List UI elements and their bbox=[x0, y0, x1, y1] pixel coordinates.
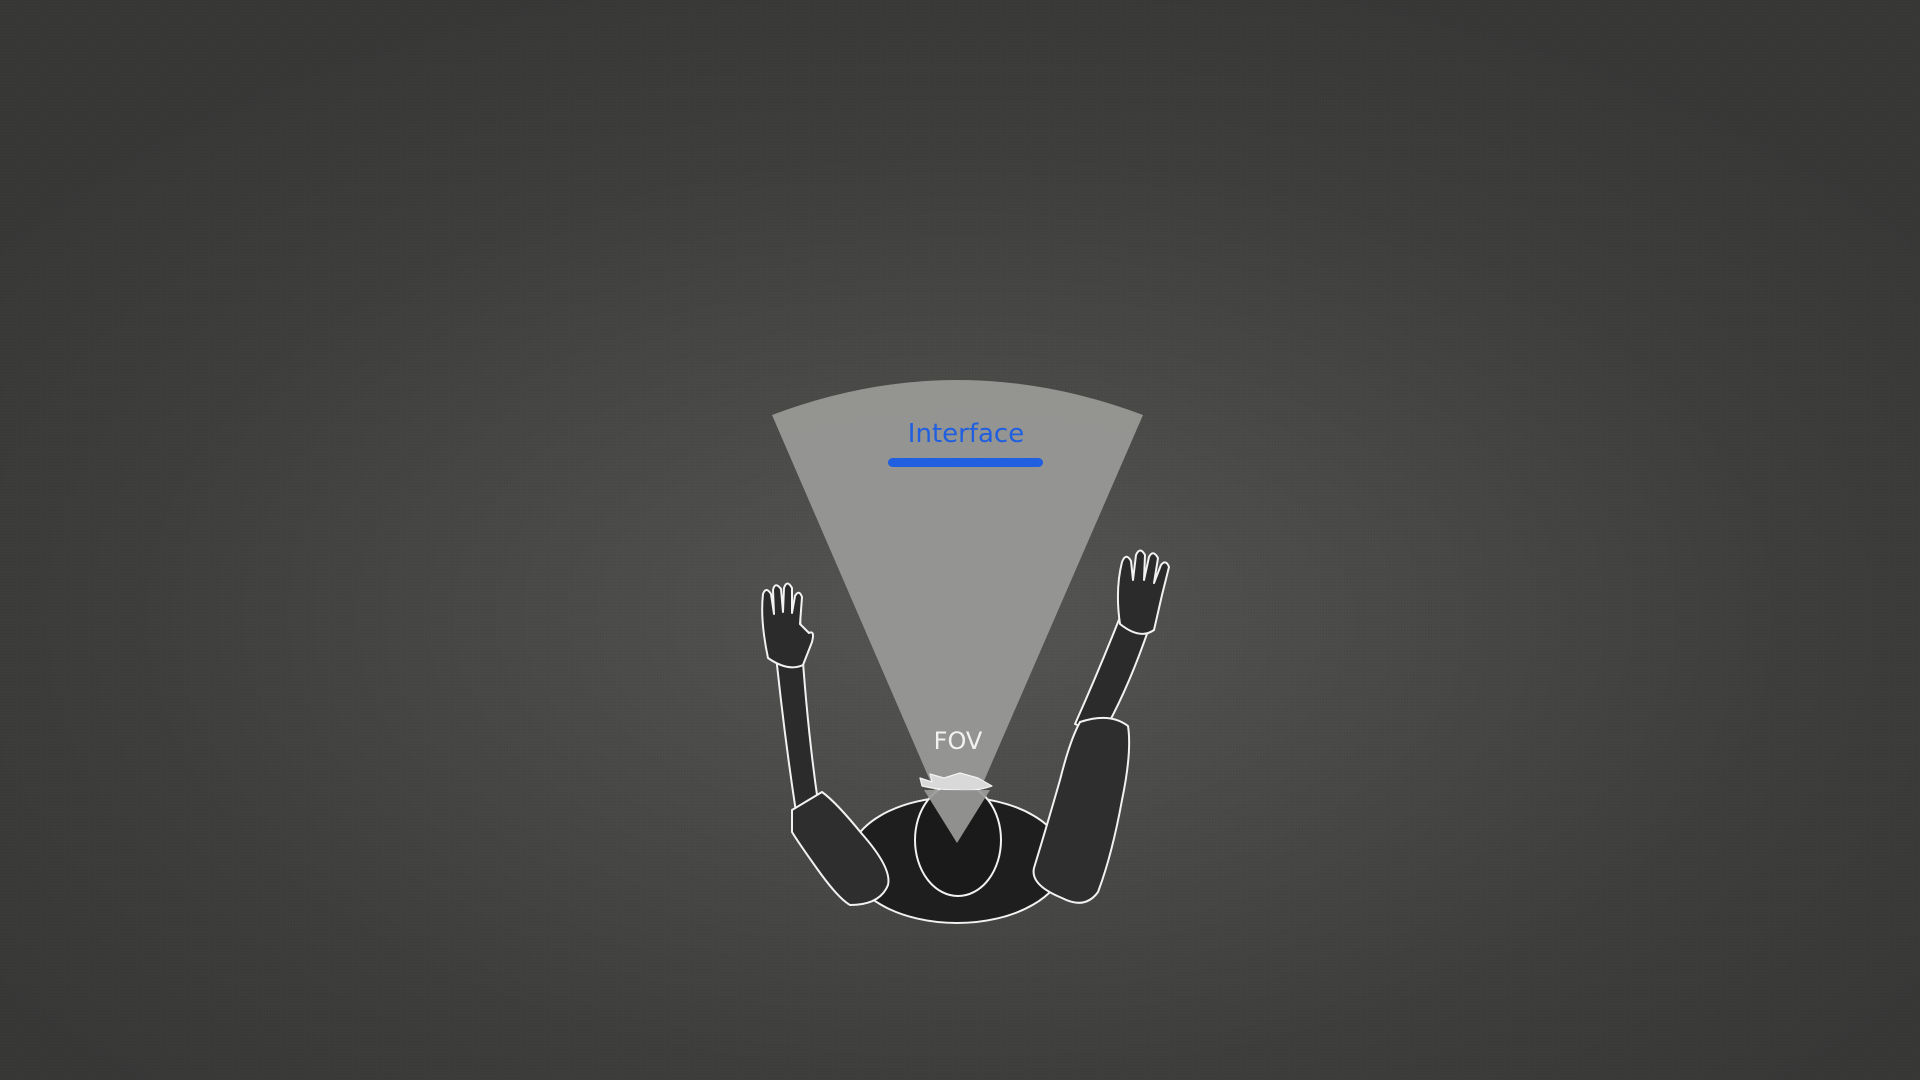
person-figure bbox=[761, 549, 1170, 924]
interface-label: Interface bbox=[908, 419, 1024, 449]
fov-cone bbox=[772, 380, 1143, 843]
left-hand bbox=[761, 582, 814, 669]
right-hand bbox=[1116, 549, 1170, 635]
fov-origin bbox=[924, 790, 990, 843]
fov-label: FOV bbox=[934, 727, 983, 755]
right-arm bbox=[1032, 549, 1170, 904]
left-arm bbox=[761, 582, 890, 906]
interface-bar bbox=[888, 458, 1043, 467]
